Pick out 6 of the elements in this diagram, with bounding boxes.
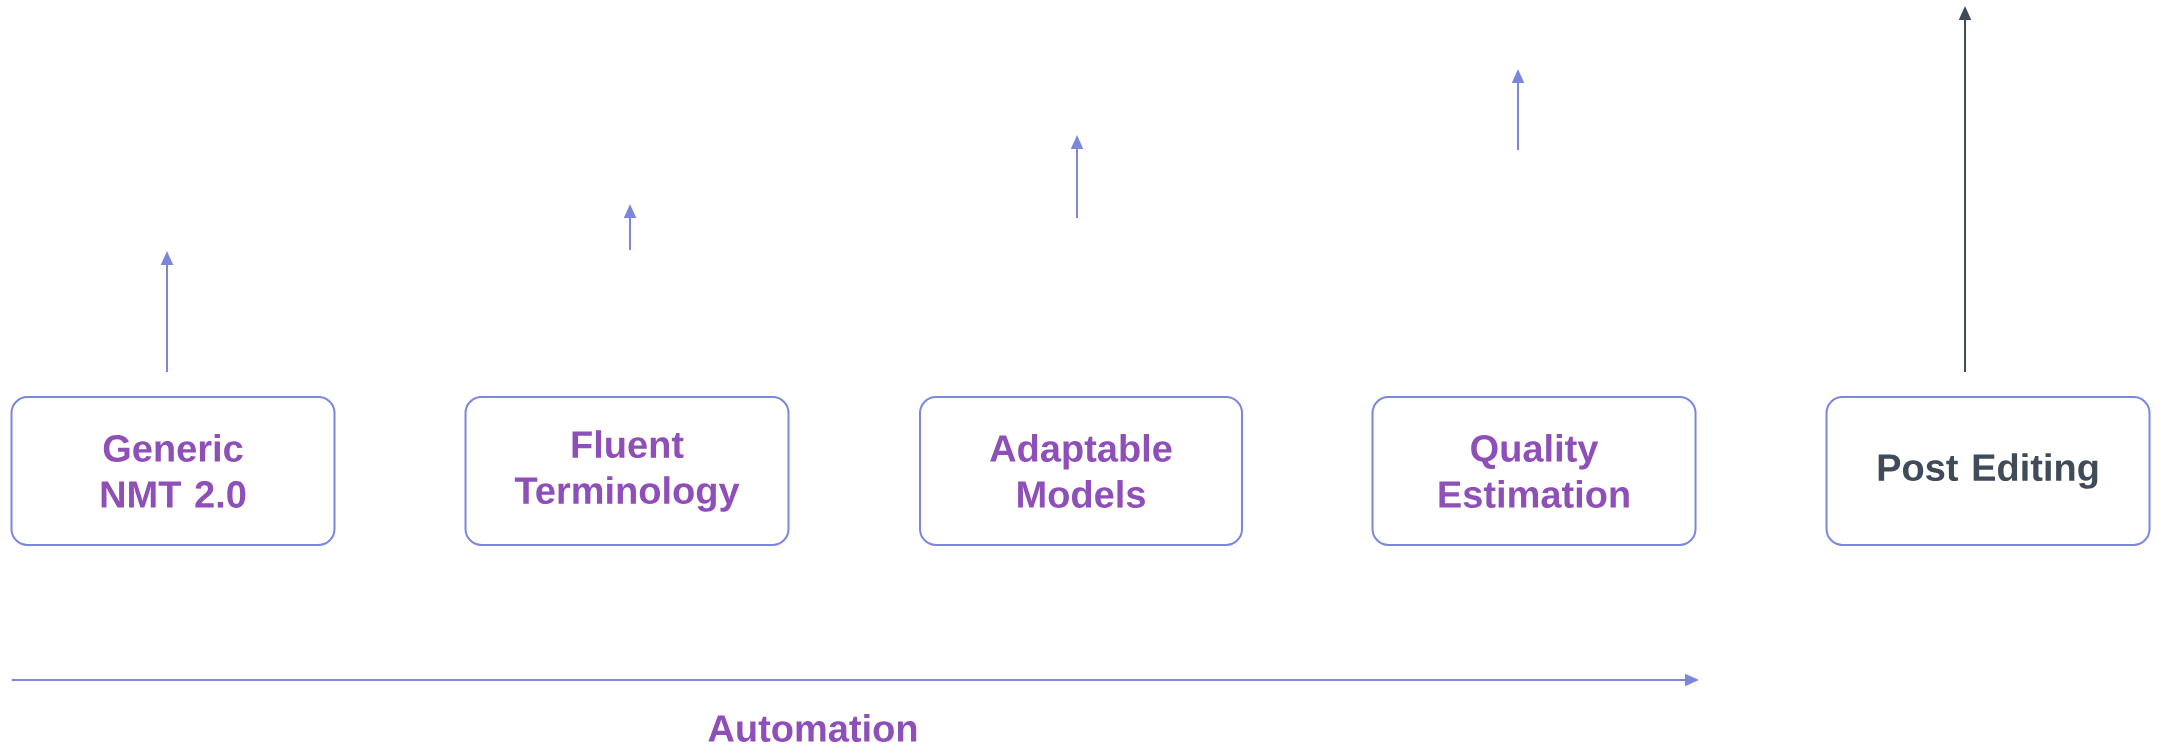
process-box: Post Editing — [1825, 396, 2151, 546]
process-box: Generic NMT 2.0 — [10, 396, 336, 546]
process-box: Fluent Terminology — [464, 396, 790, 546]
process-box: Adaptable Models — [919, 396, 1243, 546]
process-box: Quality Estimation — [1371, 396, 1697, 546]
axis-label: Automation — [708, 714, 917, 742]
